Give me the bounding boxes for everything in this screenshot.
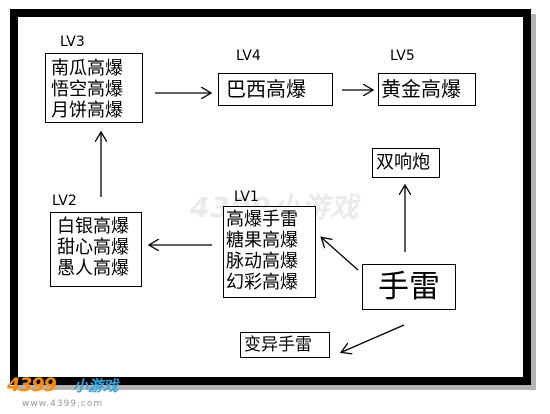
box-lv5-line-1: 黄金高爆 [381,77,461,101]
box-lv1: 高爆手雷 糖果高爆 脉动高爆 幻彩高爆 [223,206,316,298]
box-lv2-line-1: 白银高爆 [57,216,129,237]
arrow-center-to-mutant [342,324,405,352]
box-lv2: 白银高爆 甜心高爆 愚人高爆 [50,212,142,287]
level-label-lv4: LV4 [236,48,261,64]
box-lv3-line-3: 月饼高爆 [51,100,123,121]
box-lv1-line-2: 糖果高爆 [226,230,298,251]
brand-url: www.4399.com [22,399,104,409]
level-label-lv5: LV5 [390,48,415,64]
box-lv2-line-3: 愚人高爆 [57,258,129,279]
box-mutant-grenade: 变异手雷 [240,332,330,358]
frame-shadow-right [531,14,536,390]
box-lv2-line-2: 甜心高爆 [57,237,129,258]
box-center-grenade: 手雷 [362,264,456,310]
arrow-center-to-lv1 [322,238,359,271]
frame-shadow-bottom [15,385,536,390]
brand-logo-number: 4399 [7,374,57,396]
box-lv5: 黄金高爆 [378,73,476,106]
box-lv3-line-2: 悟空高爆 [51,79,123,100]
box-lv3: 南瓜高爆 悟空高爆 月饼高爆 [45,53,143,123]
box-lv4-line-1: 巴西高爆 [226,77,306,101]
level-label-lv1: LV1 [234,189,259,205]
box-lv1-line-3: 脉动高爆 [226,251,298,272]
box-lv4: 巴西高爆 [218,73,333,106]
level-label-lv2: LV2 [52,193,77,209]
brand-logo: 4399 小游戏 [3,372,133,400]
box-lv3-line-1: 南瓜高爆 [51,58,123,79]
box-lv1-line-1: 高爆手雷 [226,209,298,230]
box-lv1-line-4: 幻彩高爆 [226,272,298,293]
level-label-lv3: LV3 [60,34,85,50]
brand-logo-text: 小游戏 [73,377,119,395]
box-double-shot: 双响炮 [372,148,440,178]
